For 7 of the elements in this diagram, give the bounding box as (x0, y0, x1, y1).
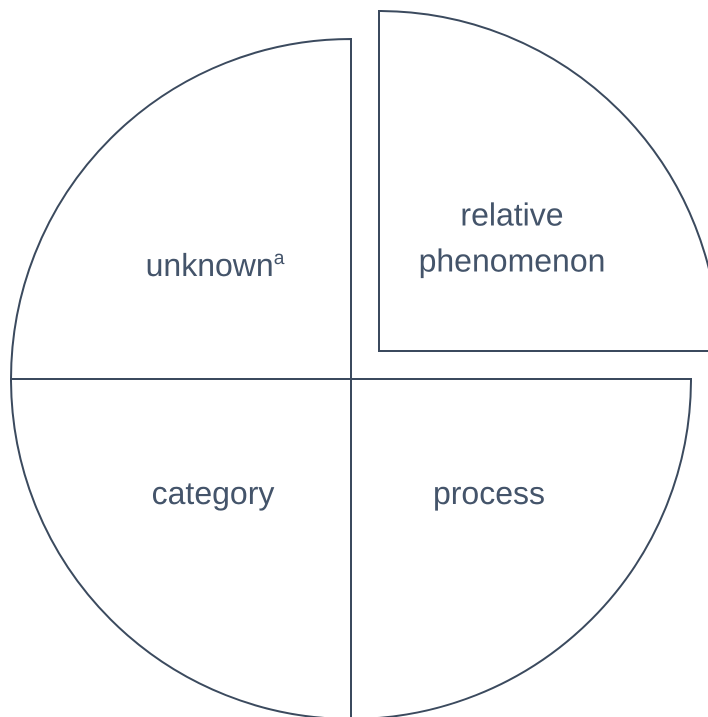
quadrant-segment (379, 11, 708, 351)
quadrant-segment (11, 39, 351, 379)
segment-label: unknown$^{a}$ (144, 246, 286, 285)
segment-label: relative phenomenon (418, 196, 606, 281)
segment-label: category (150, 474, 276, 513)
segment-label: process (432, 474, 546, 513)
quadrant-segment (351, 379, 691, 717)
